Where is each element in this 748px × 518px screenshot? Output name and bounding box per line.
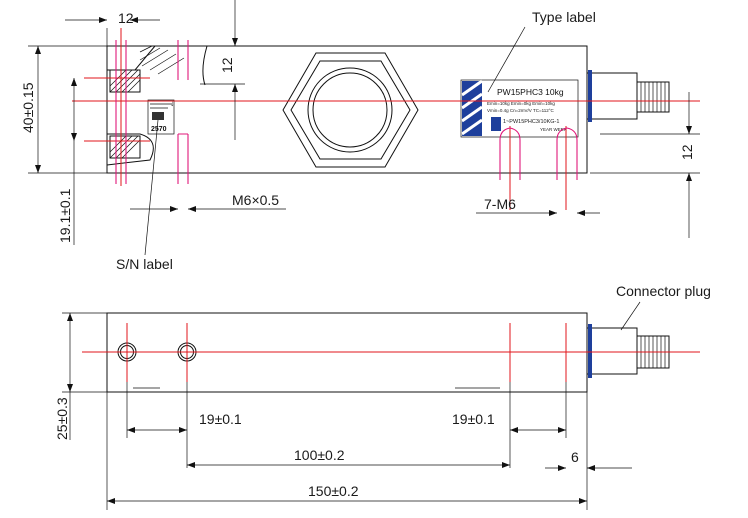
dim-spacing-100: 100±0.2 [187,447,510,468]
dim-spacing-100-text: 100±0.2 [294,447,345,463]
dim-height-40: 40±0.15 [20,45,107,174]
type-label-line2: Vmin=0.4g Cn=2mV/V TC=112°C [487,108,555,113]
dim-hole-19-left: 19±0.1 [127,411,242,433]
left-cutout-lower [106,133,154,166]
dim-top-12: 12 [65,10,160,46]
connector-side [586,324,670,378]
type-label-plate: PW15PHC3 10kg Emin=10kg Emin=0kg Emin=10… [460,79,579,138]
dim-19-1-text: 19.1±0.1 [57,188,73,243]
sn-plate-number: 2570 [151,126,167,133]
dim-hole-19-left-text: 19±0.1 [199,411,242,427]
dim-m6: M6×0.5 [130,192,286,212]
callout-type-label: Type label [487,9,596,93]
dim-m6-text: M6×0.5 [232,192,279,208]
dim-7m6: 7-M6 [476,196,600,216]
dim-vertical-12-text: 12 [219,57,235,73]
side-view: 25±0.3 19±0.1 19±0.1 100±0.2 [54,283,711,510]
dim-7m6-text: 7-M6 [484,196,516,212]
type-label-line1: Emin=10kg Emin=0kg Emin=10kg [487,101,555,106]
dim-19-1: 19.1±0.1 [57,78,77,245]
dim-length-150: 150±0.2 [107,483,587,504]
dim-top-12-text: 12 [118,10,134,26]
dim-right-12: 12 [590,92,700,238]
callout-sn-label: S/N label [116,119,173,272]
dim-height-25: 25±0.3 [54,312,107,440]
flexure-hexagon [282,52,419,168]
dim-height-25-text: 25±0.3 [54,397,70,440]
dim-hole-19-right: 19±0.1 [452,411,566,433]
type-label-line3: 1~PW15PHC3/10KG-1 [503,119,559,125]
down-arrow-icon: ↓ [170,98,174,108]
type-label-model: PW15PHC3 10kg [497,87,564,97]
left-nut-upper [109,69,141,93]
callout-type-label-text: Type label [532,9,596,25]
left-hatch [139,45,185,75]
dim-right-12-text: 12 [679,144,695,160]
connector-top [586,70,670,122]
dim-height-40-text: 40±0.15 [20,82,36,133]
dim-length-150-text: 150±0.2 [308,483,359,499]
dim-edge-6-text: 6 [571,449,579,465]
top-view: 2570 ↓ PW15PHC3 10kg Emin=10kg Emin=0kg … [20,0,700,272]
callout-connector-plug: Connector plug [616,283,711,331]
callout-connector-plug-text: Connector plug [616,283,711,299]
thread-holes-right [499,127,578,180]
dim-hole-19-right-text: 19±0.1 [452,411,495,427]
callout-sn-label-text: S/N label [116,256,173,272]
left-nut-lower [109,135,141,159]
dim-edge-6: 6 [545,449,632,471]
thread-holes-left [115,40,189,184]
type-label-line4: YEAR WEEK [540,127,567,132]
sn-plate: 2570 ↓ [147,98,175,135]
dim-vertical-12: 12 [200,0,245,140]
